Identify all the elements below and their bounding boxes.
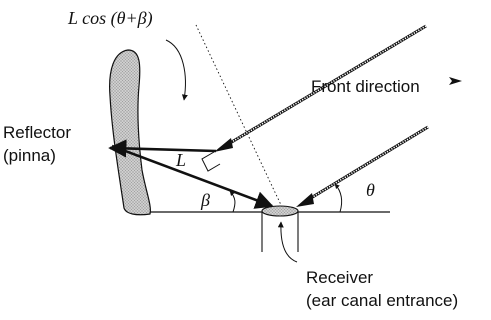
formula-label: L cos (θ+β) (67, 8, 153, 29)
theta-label: θ (366, 180, 375, 200)
right-angle-marker (201, 151, 221, 172)
incident-wave-to-reflector (214, 24, 427, 152)
pinna-reflector-shape (109, 49, 151, 216)
reflector-sublabel: (pinna) (3, 146, 56, 165)
beta-angle-arc (229, 190, 236, 213)
reflector-label: Reflector (3, 123, 71, 142)
receiver-disc (261, 205, 299, 217)
formula-pointer-arrow (165, 39, 188, 101)
beta-label: β (200, 190, 210, 210)
incident-wave-to-receiver (296, 125, 429, 207)
path-length-label: L (175, 150, 186, 170)
receiver-pointer-arrow (277, 221, 298, 263)
theta-angle-arc (334, 183, 343, 213)
front-direction-arrowhead (449, 77, 462, 85)
front-direction-label: Front direction (311, 77, 420, 96)
path-L-line (111, 144, 274, 209)
receiver-label: Receiver (306, 268, 373, 287)
receiver-sublabel: (ear canal entrance) (306, 291, 458, 310)
dotted-guide-line (195, 24, 282, 206)
reflected-path-segment-1 (108, 139, 217, 158)
